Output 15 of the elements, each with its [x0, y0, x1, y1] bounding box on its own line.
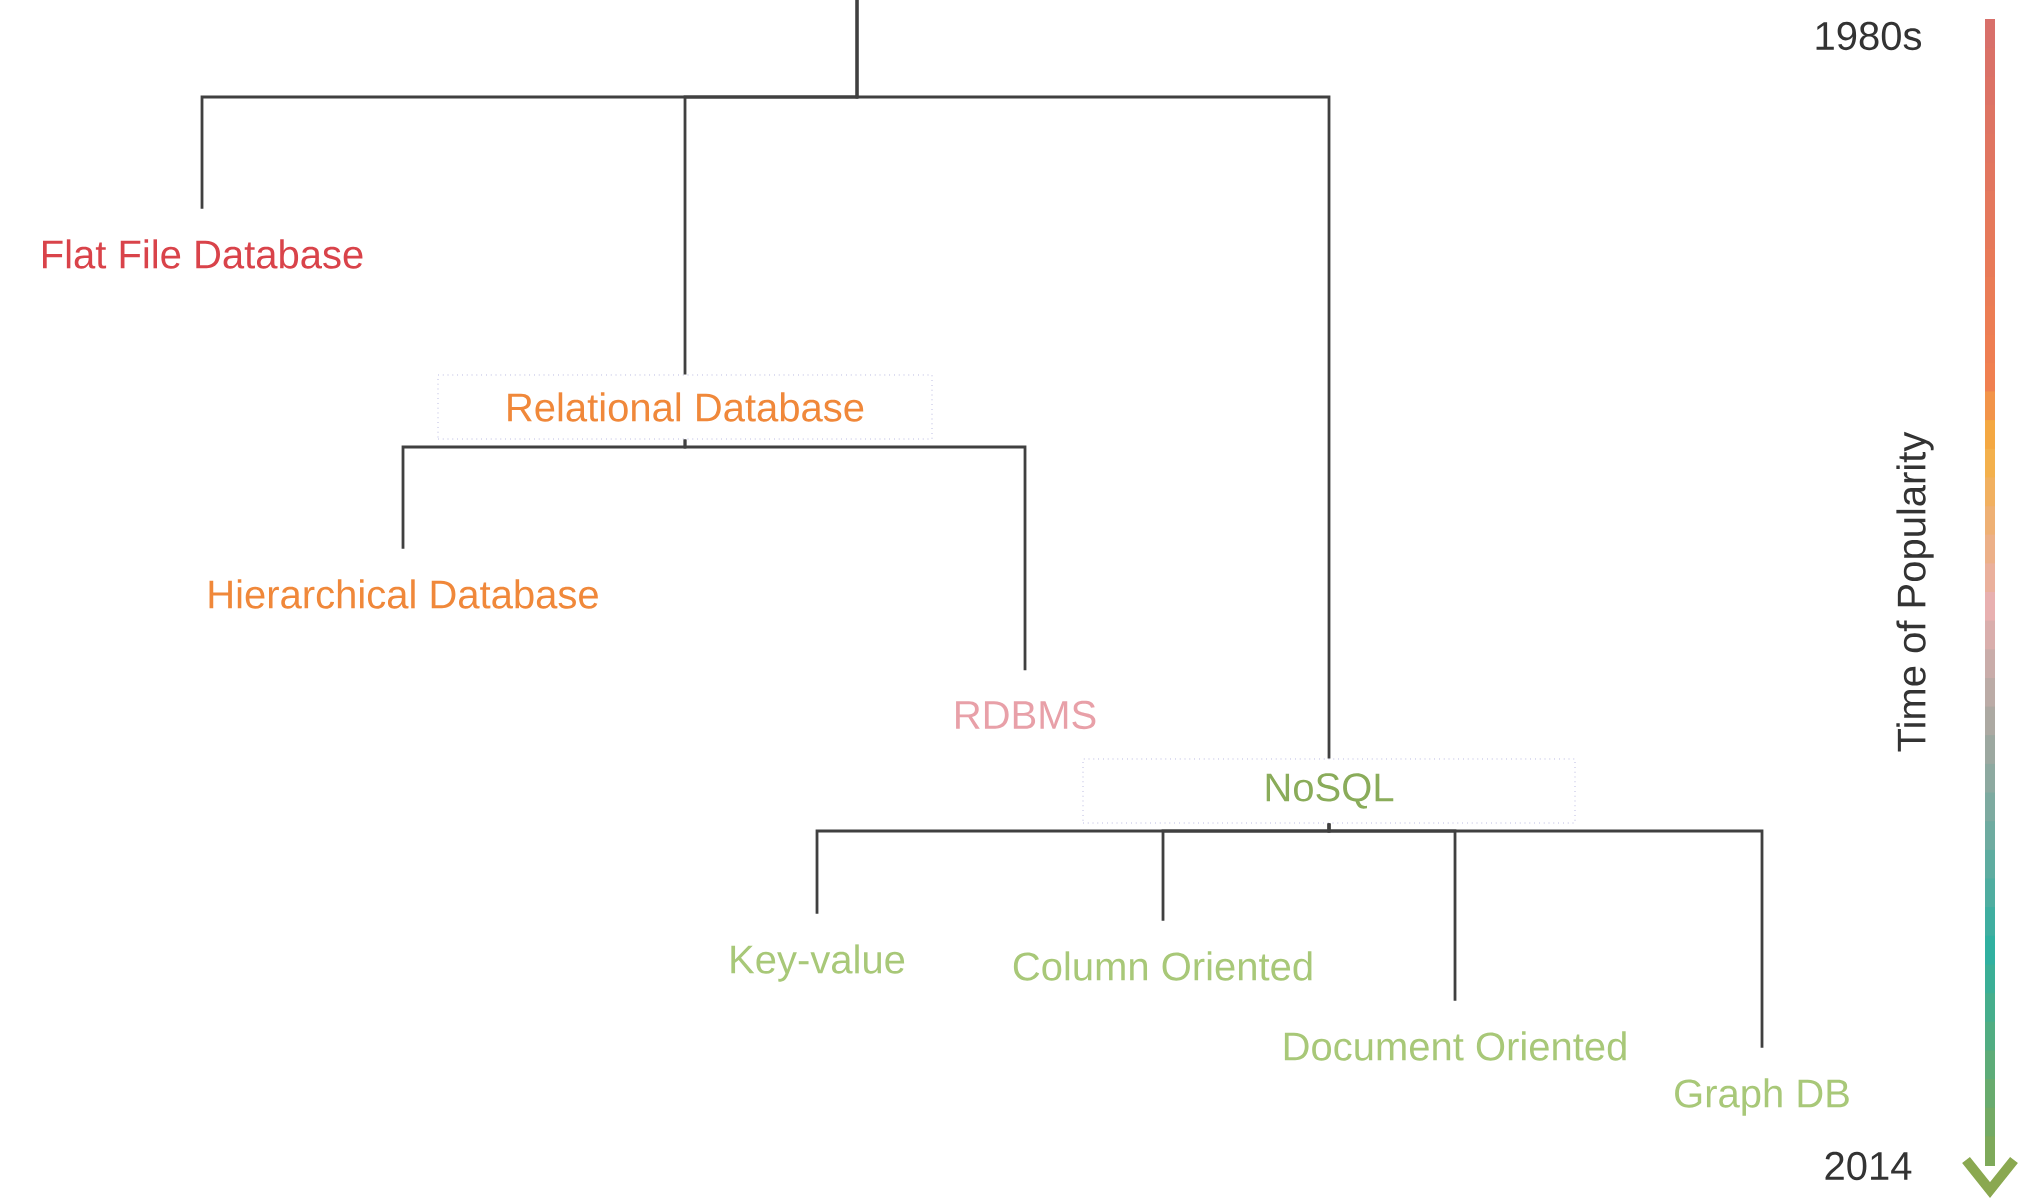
category-label: Hierarchical Database: [209, 579, 598, 609]
tree-connector: [1327, 823, 1764, 1048]
category-label: Document Oriented: [1284, 1031, 1626, 1061]
category-box: NoSQL: [1082, 758, 1576, 824]
category-box: Relational Database: [437, 374, 933, 440]
category-label: RDBMS: [956, 700, 1096, 730]
category-label: Column Oriented: [1013, 951, 1312, 981]
category-label: Graph DB: [1675, 1078, 1849, 1116]
tree-connector: [855, 0, 1331, 759]
axis-label: 2014: [1825, 1151, 1912, 1181]
category-label: Key-value: [731, 944, 905, 982]
axis-label: 1980s: [1816, 21, 1921, 51]
category-label: Flat File Database: [43, 239, 363, 269]
tree-connector: [683, 439, 1027, 671]
axis-label: Time of Popularity: [1896, 431, 1934, 752]
